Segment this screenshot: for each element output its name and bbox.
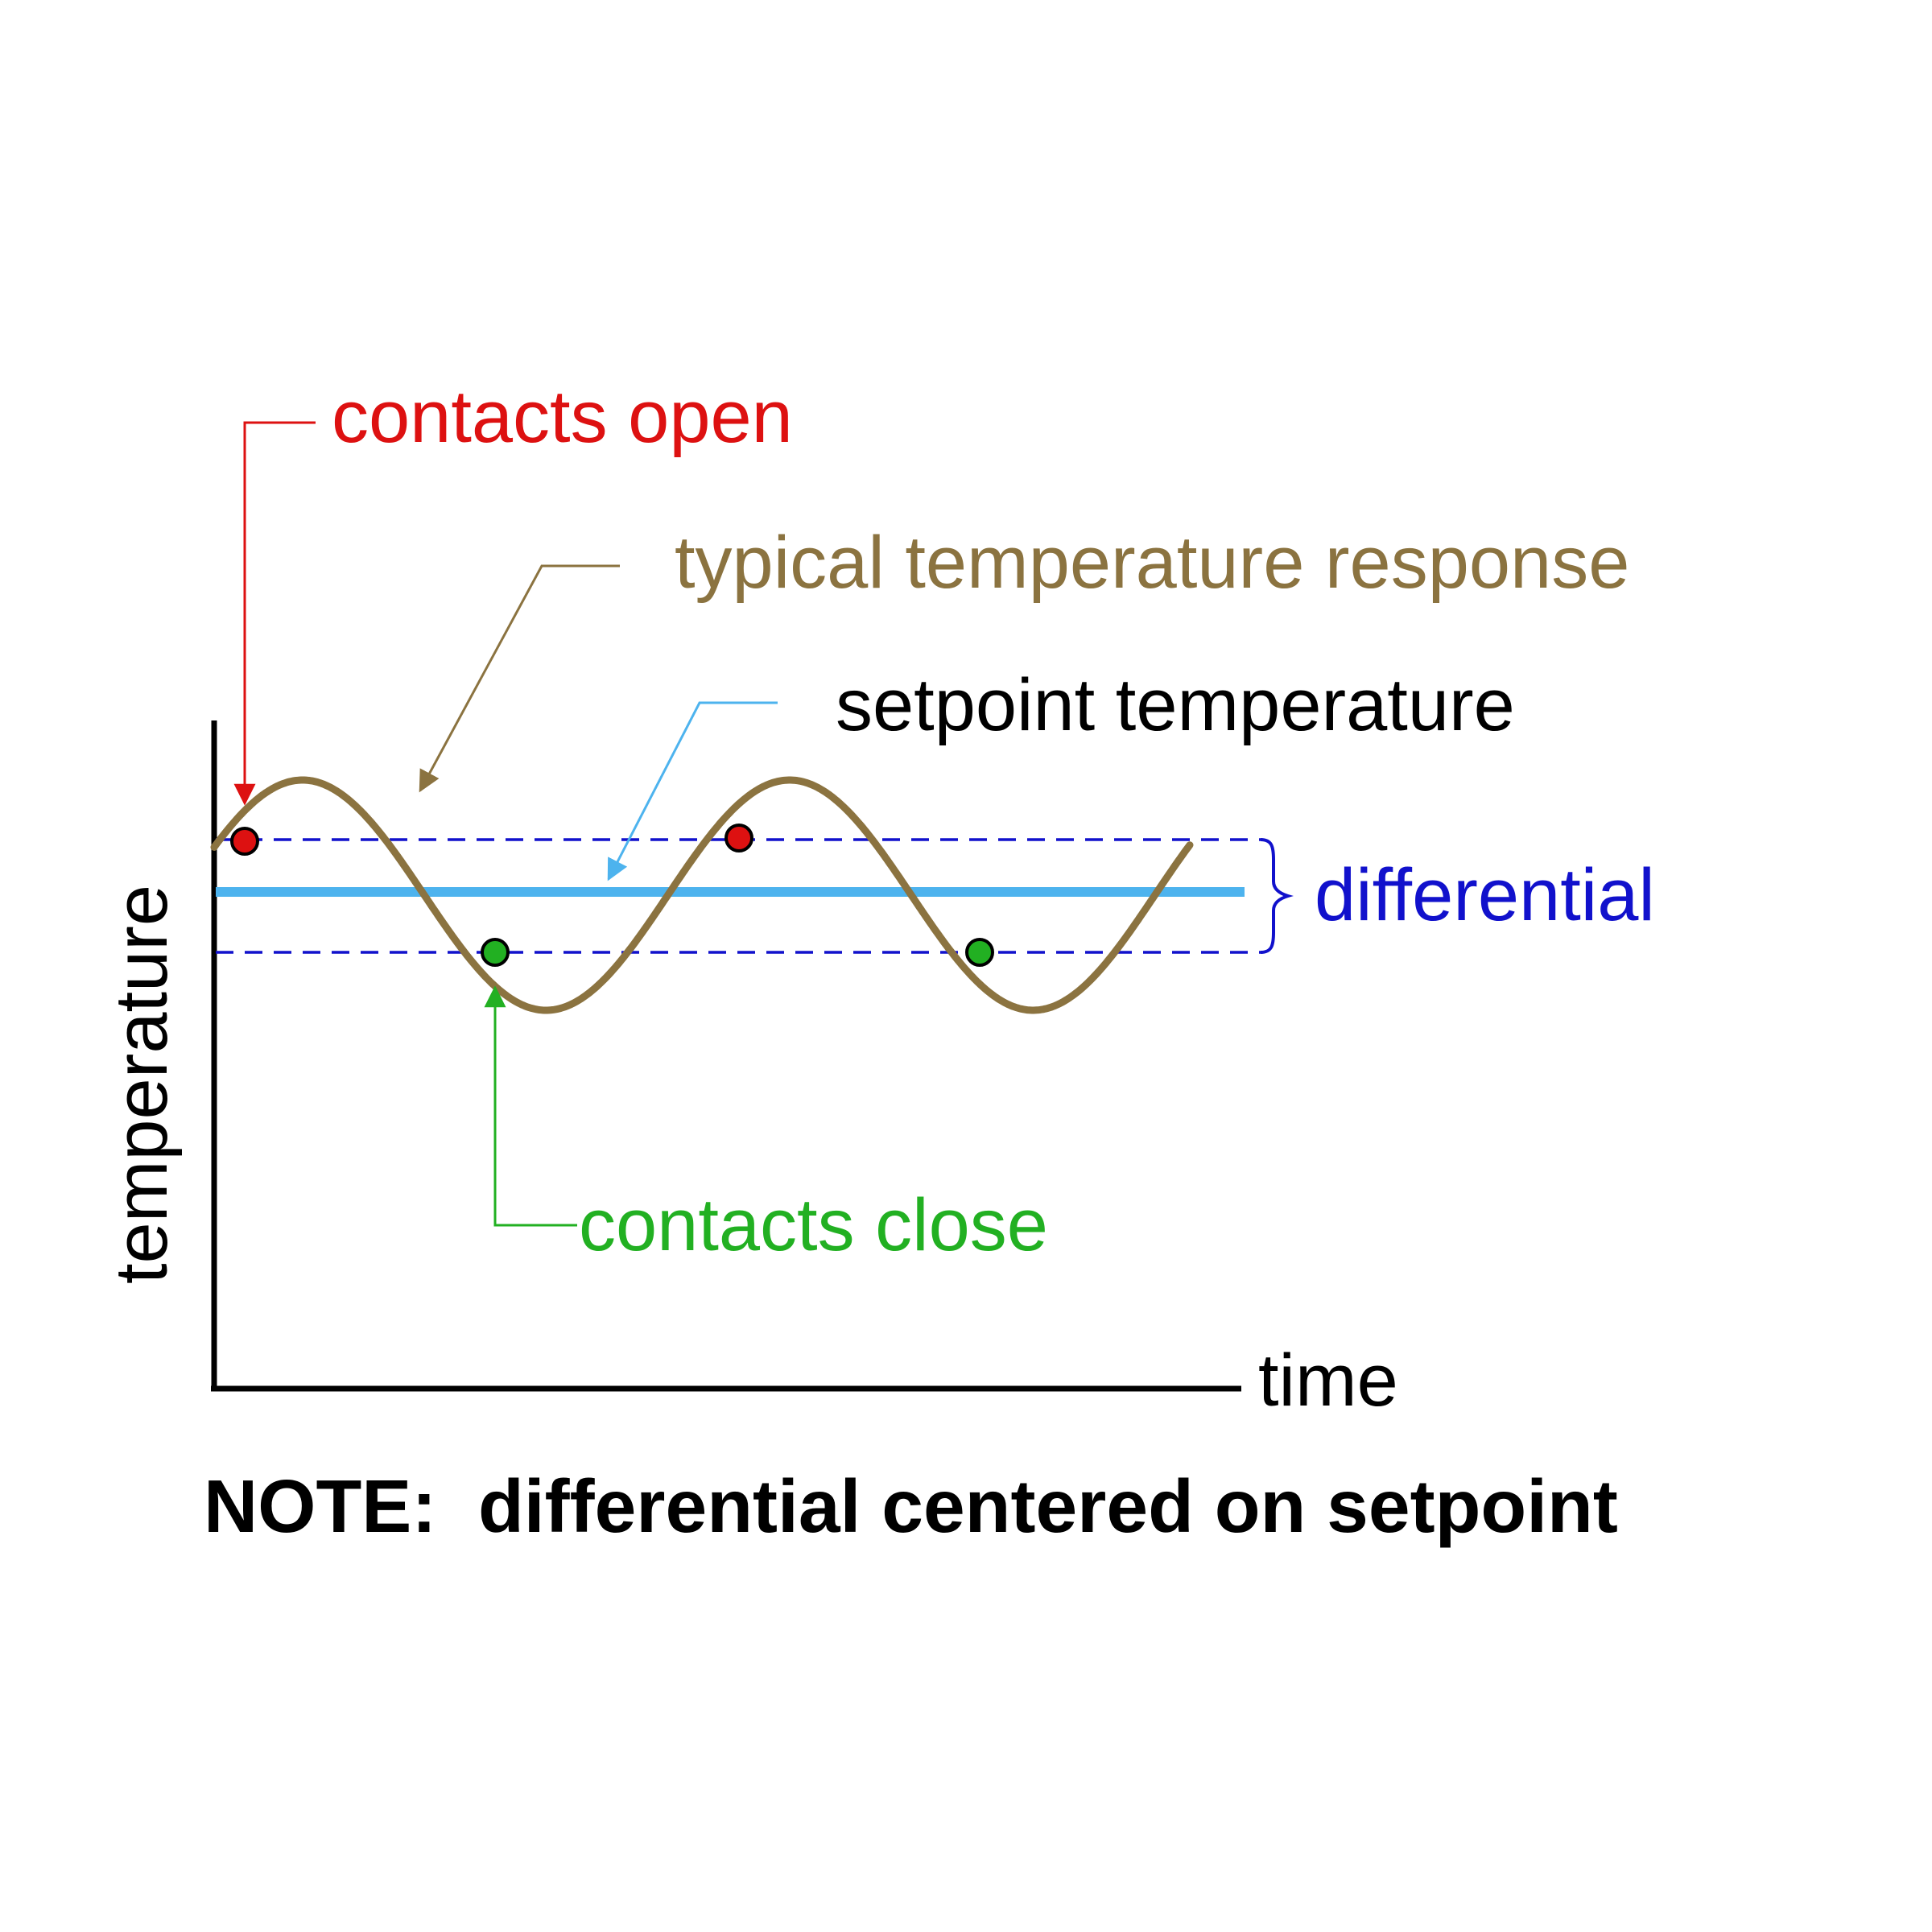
setpoint-arrow [607,701,778,881]
note-text: NOTE: differential centered on setpoint [204,1464,1618,1548]
typical-response-arrow [419,564,620,793]
contacts-close-point-2 [965,938,994,967]
contacts-open-label: contacts open [332,376,793,458]
differential-brace [1260,838,1294,954]
y-axis-label: temperature [101,885,183,1284]
typical-response-label: typical temperature response [675,522,1629,604]
contacts-close-arrow [484,985,577,1227]
x-axis-label: time [1258,1340,1398,1422]
setpoint-label: setpoint temperature [836,664,1515,746]
temperature-response-curve [210,776,1194,1014]
contacts-open-point-1 [230,827,259,856]
contacts-open-arrow [233,421,316,806]
contacts-close-label: contacts close [579,1184,1048,1266]
differential-label: differential [1315,854,1655,936]
contacts-close-point-1 [481,938,510,967]
contacts-open-point-2 [724,824,753,852]
